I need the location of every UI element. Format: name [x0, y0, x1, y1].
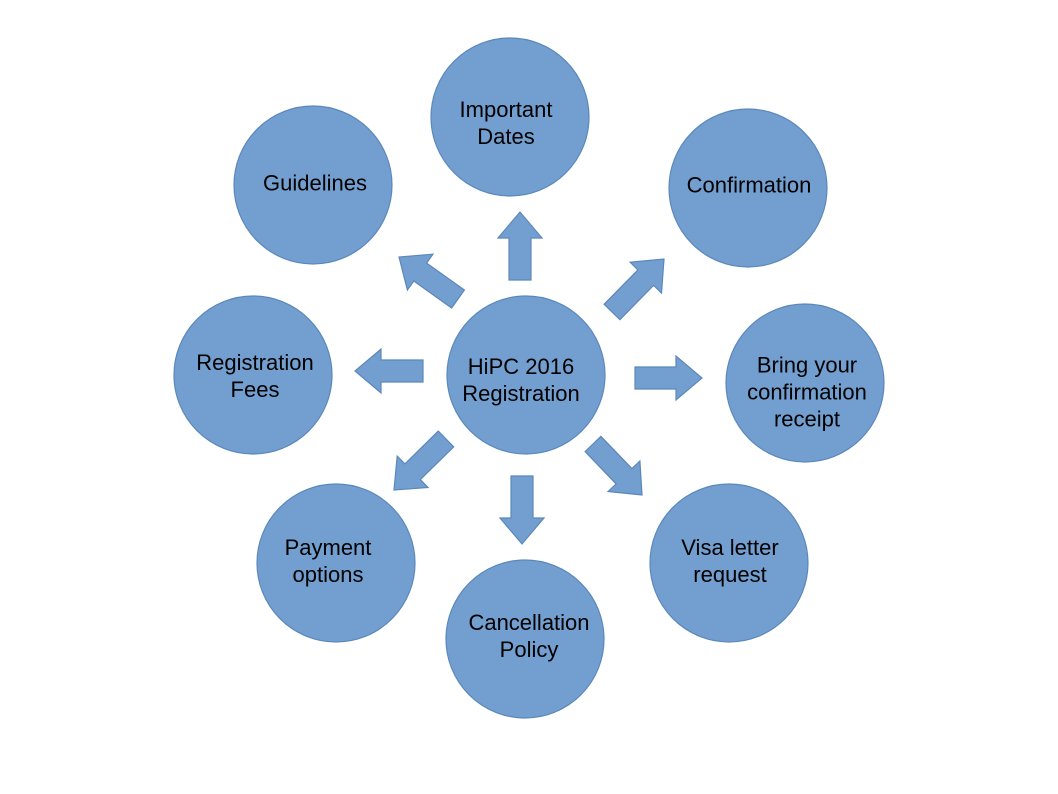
arrow-to-visa-letter: [584, 435, 643, 496]
cancellation-policy-node-label: Cancellation Policy: [468, 610, 590, 662]
registration-fees-node-circle: [173, 295, 333, 455]
circles-group: [173, 37, 885, 719]
confirmation-node-circle: [668, 108, 828, 268]
visa-letter-node-circle: [649, 483, 809, 643]
guidelines-node-circle: [233, 105, 393, 265]
registration-fees-node-label: Registration Fees: [196, 350, 314, 402]
center-node-label: HiPC 2016 Registration: [462, 354, 580, 406]
arrow-to-guidelines: [398, 253, 466, 309]
arrow-to-confirmation: [603, 258, 665, 321]
arrow-to-important-dates: [496, 211, 544, 281]
payment-options-node-circle: [256, 483, 416, 643]
payment-options-node-label: Payment options: [284, 535, 372, 587]
visa-letter-node-label: Visa letter request: [681, 535, 779, 587]
bring-receipt-node-circle: [725, 303, 885, 463]
center-node-circle: [446, 295, 606, 455]
arrow-to-bring-receipt: [634, 354, 703, 402]
arrows-group: [354, 211, 703, 545]
bring-receipt-node-label: Bring your confirmation receipt: [747, 352, 867, 432]
arrow-to-cancellation-policy: [498, 475, 546, 545]
confirmation-node-label: Confirmation: [686, 172, 812, 198]
important-dates-node-circle: [430, 37, 590, 197]
arrow-to-payment-options: [393, 430, 455, 491]
important-dates-node-label: Important Dates: [459, 97, 553, 149]
arrow-to-registration-fees: [354, 347, 424, 395]
cancellation-policy-node-circle: [445, 559, 605, 719]
guidelines-node-label: Guidelines: [263, 170, 367, 196]
